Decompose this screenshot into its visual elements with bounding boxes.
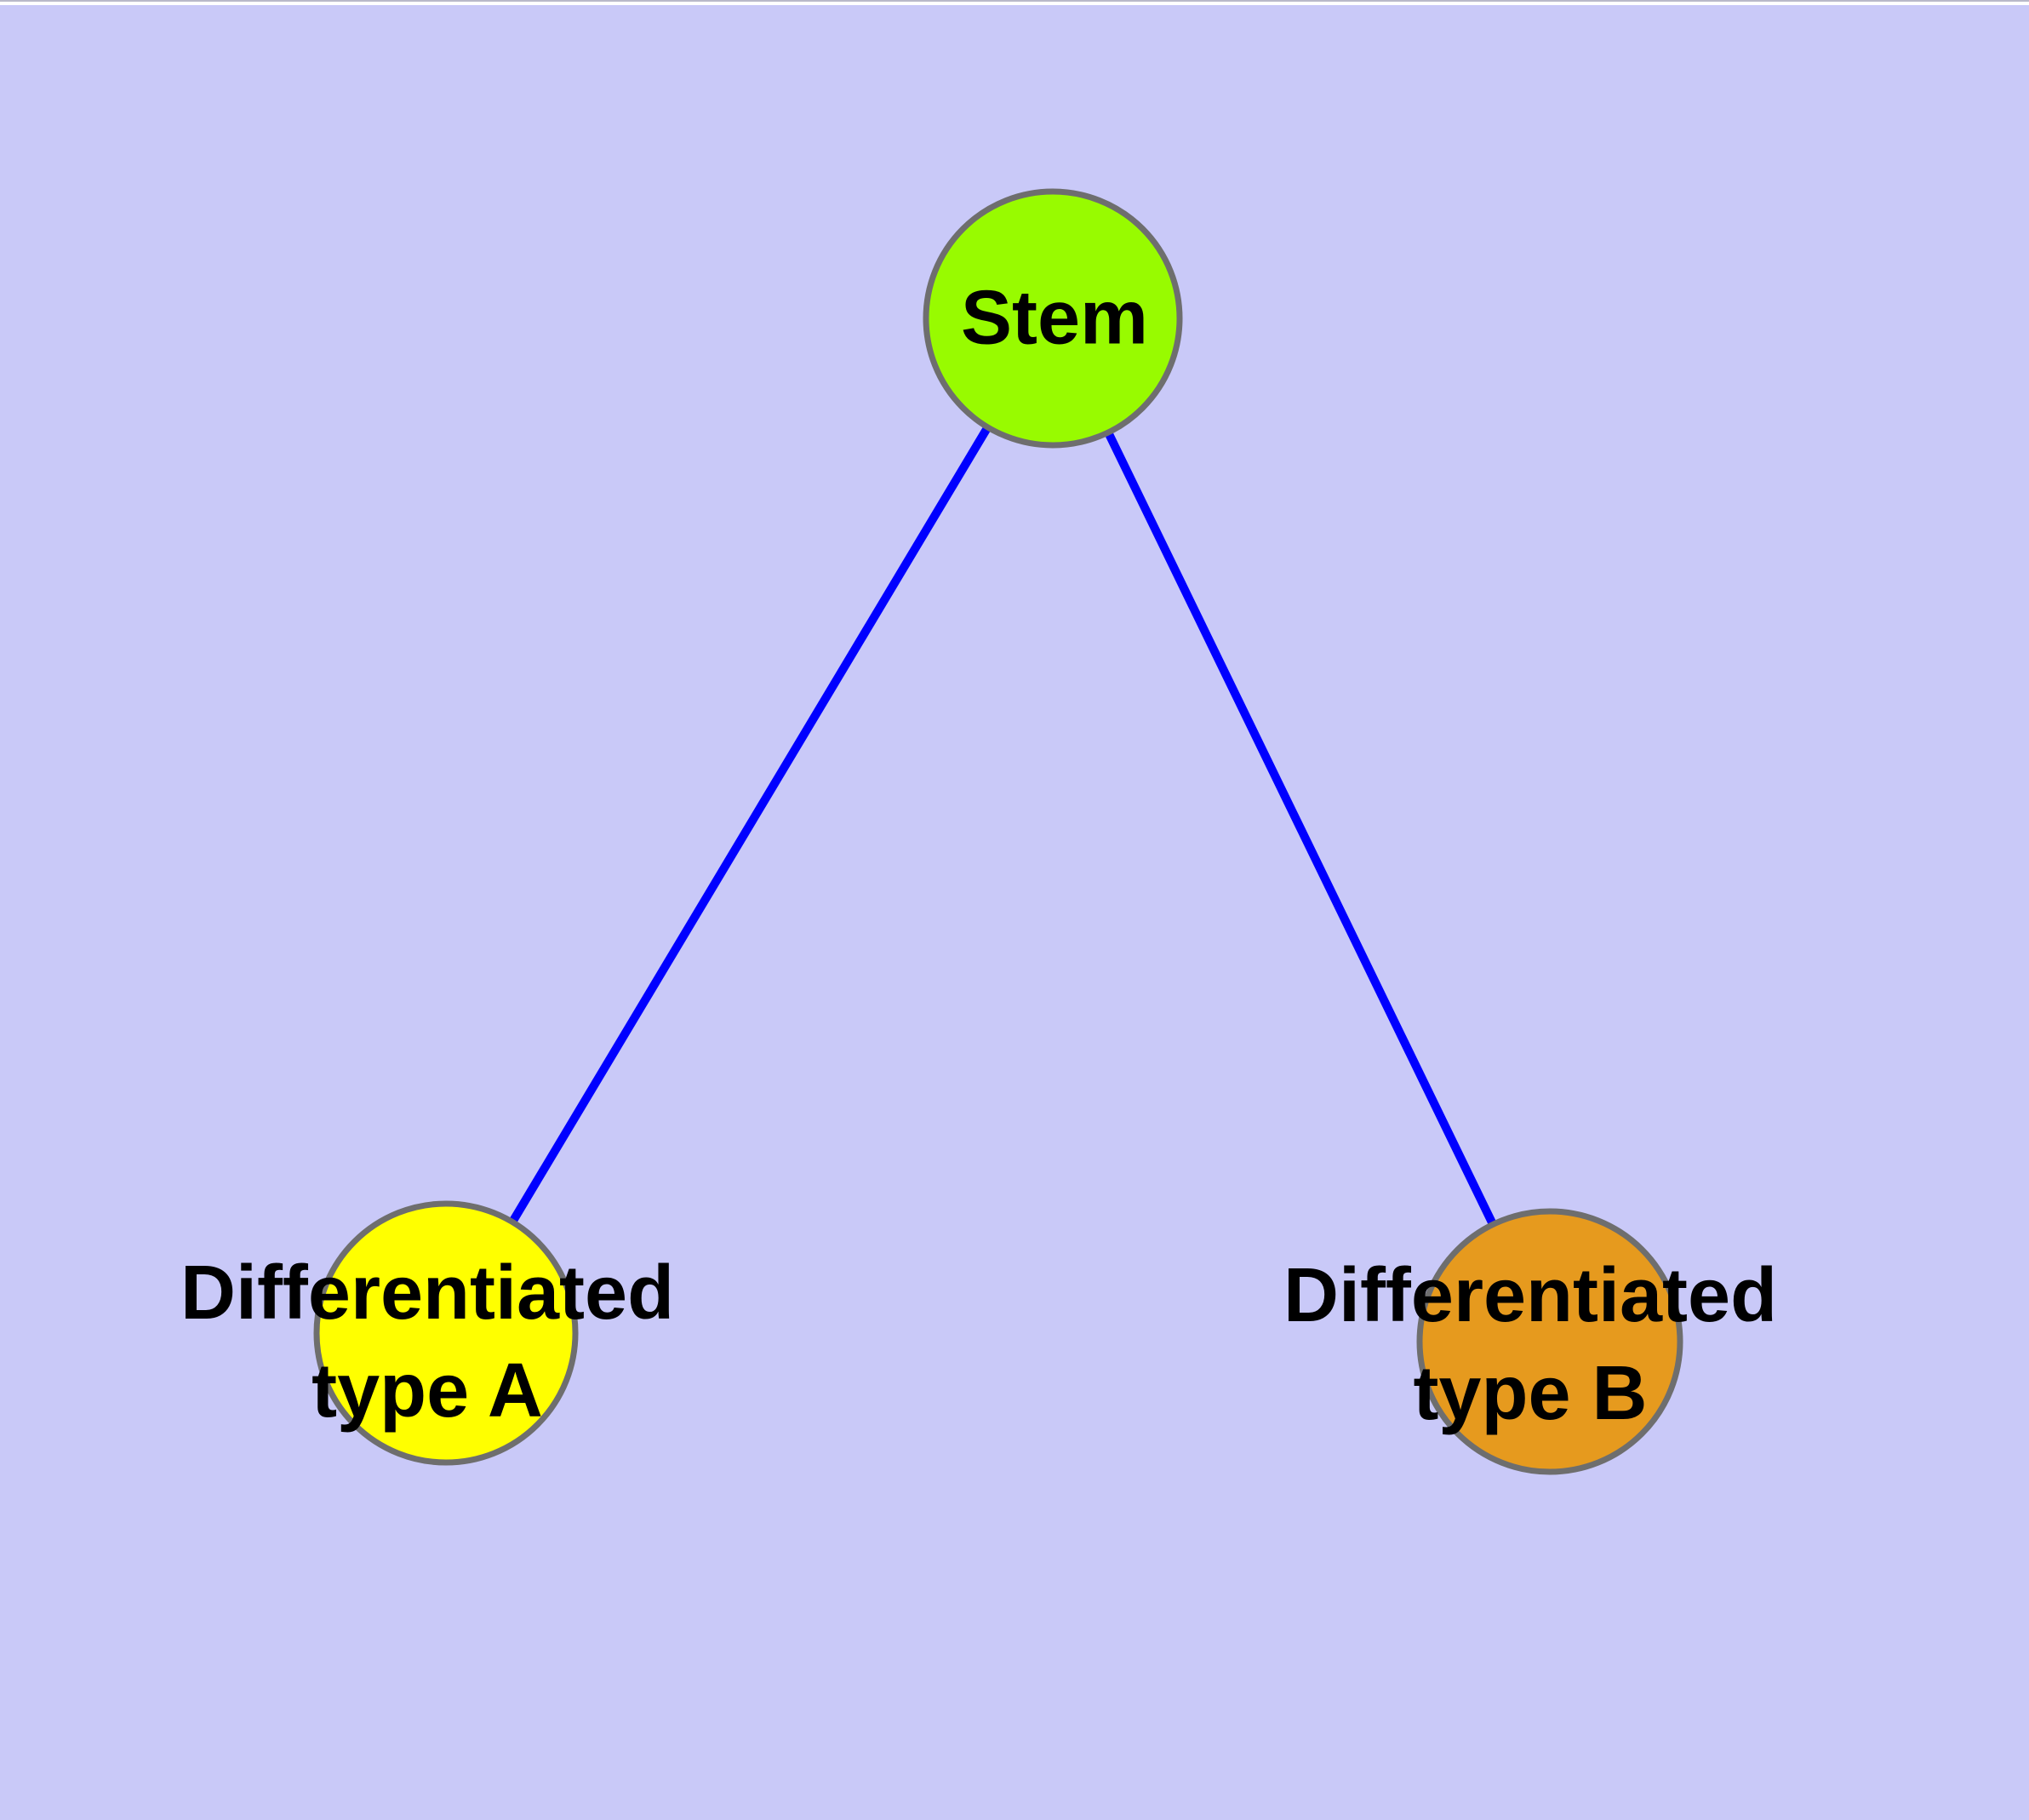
top-margin (0, 2, 2029, 5)
graph-canvas (0, 5, 2029, 1820)
node-type-b-circle (1416, 1208, 1683, 1475)
top-border-line (0, 0, 2029, 2)
node-type-a-circle (313, 1200, 579, 1466)
node-stem-circle (923, 188, 1183, 449)
edge-stem-to-type-a (442, 316, 1057, 1336)
edge-stem-to-type-b (1049, 316, 1554, 1344)
